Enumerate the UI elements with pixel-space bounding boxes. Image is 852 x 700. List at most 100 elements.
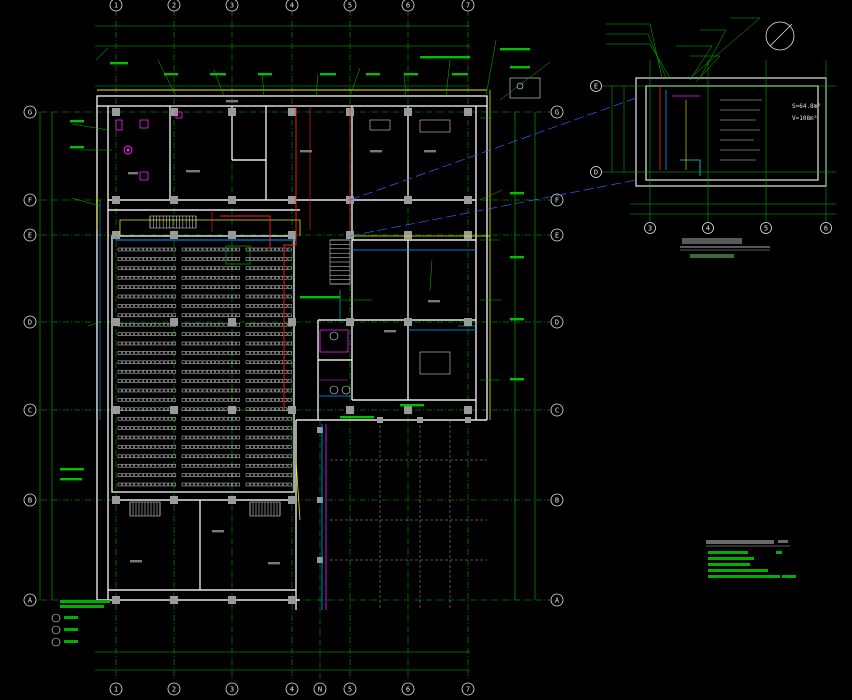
axis-bubble-left-G: G bbox=[23, 105, 37, 119]
plan-annotations bbox=[60, 48, 530, 565]
axis-bubble-top-4: 4 bbox=[285, 0, 299, 12]
svg-text:6: 6 bbox=[406, 686, 410, 694]
axis-bubble-bottom-1: 1 bbox=[109, 682, 123, 696]
axis-bubble-top-7: 7 bbox=[461, 0, 475, 12]
hvac-pipes bbox=[96, 89, 491, 610]
axis-bubble-bottom-N: N bbox=[313, 682, 327, 696]
axis-bubble-bottom-6: 6 bbox=[401, 682, 415, 696]
svg-text:D: D bbox=[28, 319, 32, 327]
auditorium-seating bbox=[117, 247, 292, 487]
svg-text:5: 5 bbox=[348, 2, 352, 10]
axis-bubble-right-C: C bbox=[550, 403, 564, 417]
svg-text:A: A bbox=[28, 597, 33, 605]
building-walls bbox=[96, 95, 488, 610]
svg-text:B: B bbox=[28, 497, 32, 505]
detail-title-block bbox=[682, 238, 742, 244]
annotation-leaders bbox=[71, 39, 551, 381]
svg-text:D: D bbox=[555, 319, 559, 327]
axis-bubble-left-D: D bbox=[23, 315, 37, 329]
detail-enlarged-plan: S=64.8m² V=108m³ 3 4 5 6 E D bbox=[590, 17, 836, 258]
detail-leaders bbox=[606, 17, 761, 83]
svg-text:6: 6 bbox=[406, 2, 410, 10]
axis-bubble-bottom-3: 3 bbox=[225, 682, 239, 696]
svg-text:C: C bbox=[555, 407, 559, 415]
axis-bubble-bottom-7: 7 bbox=[461, 682, 475, 696]
axis-bubble-left-B: B bbox=[23, 493, 37, 507]
detail-scale-block bbox=[690, 254, 734, 258]
svg-text:7: 7 bbox=[466, 2, 470, 10]
svg-text:G: G bbox=[28, 109, 32, 117]
legend-table bbox=[706, 540, 796, 578]
detail-pipes bbox=[659, 86, 701, 176]
detail-axis-bubble-E: E bbox=[590, 80, 602, 92]
bottom-dimension-lines bbox=[95, 651, 470, 671]
axis-bubble-top-3: 3 bbox=[225, 0, 239, 12]
lower-right-grid bbox=[330, 420, 487, 610]
svg-text:4: 4 bbox=[290, 686, 294, 694]
svg-text:7: 7 bbox=[466, 686, 470, 694]
detail-volume-value: V=108m³ bbox=[792, 115, 817, 122]
structural-columns bbox=[112, 108, 472, 604]
axis-bubble-bottom-2: 2 bbox=[167, 682, 181, 696]
axis-bubble-bottom-5: 5 bbox=[343, 682, 357, 696]
axis-bubble-top-1: 1 bbox=[109, 0, 123, 12]
svg-text:D: D bbox=[594, 169, 598, 177]
side-dimension-lines bbox=[39, 112, 536, 600]
svg-text:G: G bbox=[555, 109, 559, 117]
north-arrow bbox=[765, 21, 795, 51]
axis-bubble-left-C: C bbox=[23, 403, 37, 417]
axis-bubble-top-2: 2 bbox=[167, 0, 181, 12]
svg-text:1: 1 bbox=[114, 686, 118, 694]
detail-grid bbox=[600, 60, 836, 222]
svg-text:F: F bbox=[555, 197, 559, 205]
detail-axis-bubbles: 3 4 5 6 E D bbox=[590, 80, 832, 234]
svg-text:C: C bbox=[28, 407, 32, 415]
detail-axis-bubble-D: D bbox=[590, 166, 602, 178]
svg-text:E: E bbox=[555, 232, 559, 240]
axis-bubble-right-A: A bbox=[550, 593, 564, 607]
svg-text:2: 2 bbox=[172, 2, 176, 10]
axis-bubble-right-G: G bbox=[550, 105, 564, 119]
svg-text:4: 4 bbox=[706, 225, 710, 233]
axis-bubble-bottom-4: 4 bbox=[285, 682, 299, 696]
fixtures bbox=[115, 77, 541, 395]
svg-text:6: 6 bbox=[824, 225, 828, 233]
svg-text:E: E bbox=[28, 232, 32, 240]
svg-text:E: E bbox=[594, 83, 598, 91]
svg-text:B: B bbox=[555, 497, 559, 505]
axis-bubble-left-F: F bbox=[23, 193, 37, 207]
detail-axis-bubble-4: 4 bbox=[702, 222, 714, 234]
axis-bubble-right-F: F bbox=[550, 193, 564, 207]
svg-text:N: N bbox=[318, 686, 322, 694]
legend-symbols bbox=[51, 600, 110, 647]
svg-text:F: F bbox=[28, 197, 32, 205]
svg-text:5: 5 bbox=[764, 225, 768, 233]
detail-text-lines bbox=[720, 99, 762, 161]
top-dimension-lines bbox=[95, 25, 470, 87]
svg-text:2: 2 bbox=[172, 686, 176, 694]
axis-bubble-left-A: A bbox=[23, 593, 37, 607]
svg-text:1: 1 bbox=[114, 2, 118, 10]
projection-lines bbox=[349, 97, 637, 237]
detail-area-value: S=64.8m² bbox=[792, 103, 821, 110]
axis-bubble-right-D: D bbox=[550, 315, 564, 329]
svg-text:5: 5 bbox=[348, 686, 352, 694]
svg-text:4: 4 bbox=[290, 2, 294, 10]
detail-axis-bubble-6: 6 bbox=[820, 222, 832, 234]
axis-bubble-right-E: E bbox=[550, 228, 564, 242]
stair-hatches bbox=[129, 215, 351, 517]
axis-bubble-right-B: B bbox=[550, 493, 564, 507]
svg-text:A: A bbox=[555, 597, 560, 605]
detail-axis-bubble-5: 5 bbox=[760, 222, 772, 234]
axis-bubble-top-6: 6 bbox=[401, 0, 415, 12]
svg-text:3: 3 bbox=[230, 2, 234, 10]
axis-bubble-left-E: E bbox=[23, 228, 37, 242]
svg-text:3: 3 bbox=[230, 686, 234, 694]
axis-bubble-top-5: 5 bbox=[343, 0, 357, 12]
detail-axis-bubble-3: 3 bbox=[644, 222, 656, 234]
svg-text:3: 3 bbox=[648, 225, 652, 233]
